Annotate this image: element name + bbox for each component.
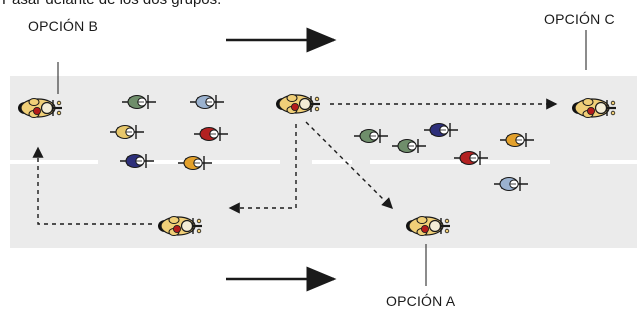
cyclist-icon	[194, 126, 228, 142]
path-option-b	[228, 124, 297, 214]
motorcycle-icon	[158, 216, 202, 236]
cyclist-icon	[120, 153, 154, 169]
cyclist-icon	[454, 150, 488, 166]
cyclist-icon	[110, 124, 144, 140]
caption-text: Pasar delante de los dos grupos.	[2, 0, 221, 8]
option-paths	[32, 98, 558, 225]
motorcycle-icon	[18, 98, 62, 118]
path-option-b-return	[32, 146, 152, 225]
motorcycle-icon	[276, 94, 320, 114]
cyclist-icon	[354, 128, 388, 144]
lane-markings	[10, 160, 637, 164]
cyclist-icon	[392, 138, 426, 154]
cyclist-icon	[190, 94, 224, 110]
label-option-b: OPCIÓN B	[28, 18, 99, 34]
motorcycle-icon	[572, 98, 616, 118]
cyclist-icon	[500, 132, 534, 148]
cyclist-icon	[122, 94, 156, 110]
label-leaders	[57, 30, 587, 286]
cyclist-icon	[178, 155, 212, 171]
label-option-c: OPCIÓN C	[544, 11, 615, 27]
label-option-a: OPCIÓN A	[386, 293, 456, 309]
motorcycle-icon	[406, 216, 450, 236]
cyclist-icon	[424, 122, 458, 138]
cyclist-icon	[494, 176, 528, 192]
